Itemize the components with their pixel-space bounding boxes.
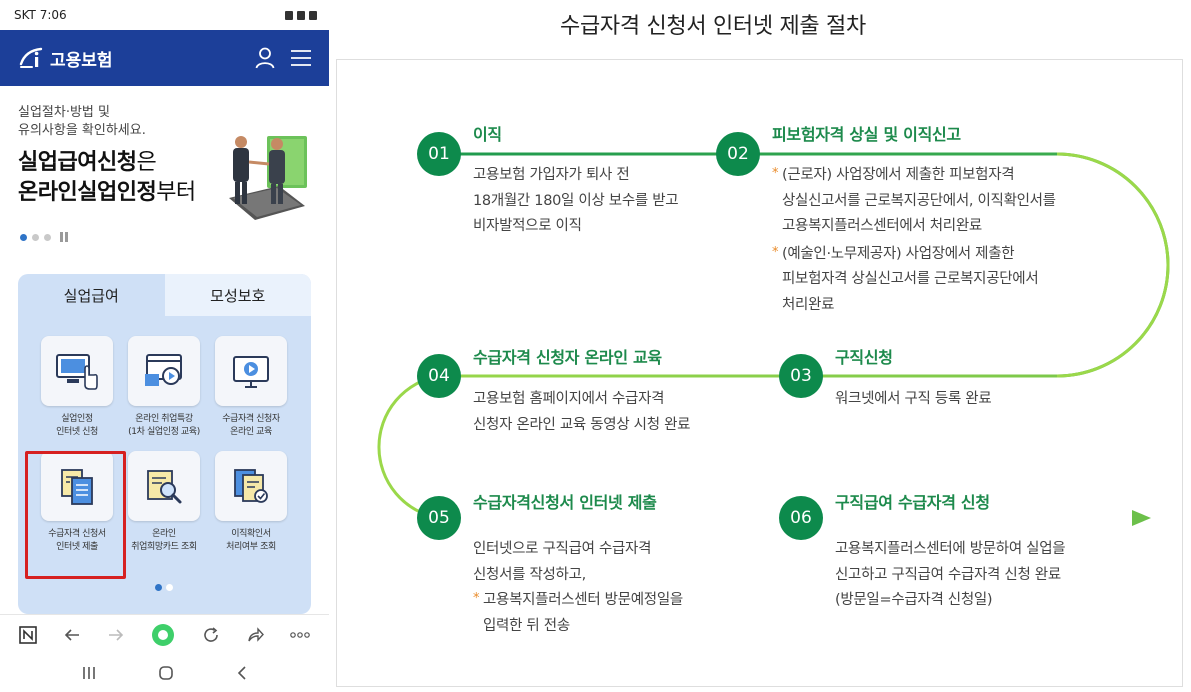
procedure-panel: 01 이직 고용보험 가입자가 퇴사 전 18개월간 180일 이상 보수를 받… (336, 59, 1183, 687)
document-check-icon (231, 466, 271, 506)
step-number-03: 03 (779, 354, 823, 398)
step-number-02: 02 (716, 132, 760, 176)
service-item-online-certification[interactable]: 실업인정 인터넷 신청 (41, 336, 113, 439)
step-title-02: 피보험자격 상실 및 이직신고 (772, 121, 961, 145)
step-body-03: 워크넷에서 구직 등록 완료 (835, 387, 991, 413)
banner-title-bold-2: 온라인실업인정 (18, 180, 156, 205)
service-label: 이직확인서 처리여부 조회 (203, 528, 299, 554)
service-item-separation-status[interactable]: 이직확인서 처리여부 조회 (215, 451, 287, 554)
forward-arrow-icon[interactable] (107, 626, 125, 644)
note-marker: * (772, 240, 778, 266)
alarm-icon (285, 11, 293, 20)
step-body-04: 고용보험 홈페이지에서 수급자격 신청자 온라인 교육 동영상 시청 완료 (473, 387, 690, 438)
reload-icon[interactable] (202, 626, 220, 644)
step-title-04: 수급자격 신청자 온라인 교육 (473, 344, 662, 368)
banner-dot-2[interactable] (32, 234, 39, 241)
user-icon[interactable] (253, 46, 277, 70)
home-icon[interactable] (158, 665, 174, 681)
back-arrow-icon[interactable] (63, 626, 81, 644)
service-item-job-card-lookup[interactable]: 온라인 취업희망카드 조회 (128, 451, 200, 554)
brand-logo-link[interactable]: 고용보험 (18, 45, 113, 71)
step-number-04: 04 (417, 354, 461, 398)
banner-title-rest-2: 부터 (156, 180, 195, 205)
step-note: *(근로자) 사업장에서 제출한 피보험자격 상실신고서를 근로복지공단에서, … (772, 163, 1056, 240)
step-title-03: 구직신청 (835, 344, 893, 368)
note-marker: * (473, 586, 479, 612)
step-body-05-text: 인터넷으로 구직급여 수급자격 신청서를 작성하고, (473, 537, 683, 588)
documents-icon (58, 466, 96, 506)
computer-touch-icon (55, 351, 99, 391)
monitor-play-icon (231, 351, 271, 391)
status-time: SKT 7:06 (14, 8, 67, 22)
service-item-online-lecture[interactable]: 온라인 취업특강 (1차 실업인정 교육) (128, 336, 200, 439)
promo-banner[interactable]: 실업절차·방법 및 유의사항을 확인하세요. 실업급여신청은 온라인실업인정부터 (0, 86, 329, 272)
step-body-01: 고용보험 가입자가 퇴사 전 18개월간 180일 이상 보수를 받고 비자발적… (473, 163, 678, 240)
pause-icon[interactable] (60, 232, 68, 242)
step-number-01: 01 (417, 132, 461, 176)
tab-unemployment-benefit[interactable]: 실업급여 (18, 274, 165, 316)
service-label: 온라인 취업희망카드 조회 (116, 528, 212, 554)
back-icon[interactable] (236, 665, 248, 681)
service-label: 실업인정 인터넷 신청 (29, 413, 125, 439)
brand-name: 고용보험 (50, 46, 113, 71)
status-bar: SKT 7:06 (0, 0, 329, 30)
note-marker: * (772, 161, 778, 187)
service-label: 온라인 취업특강 (1차 실업인정 교육) (116, 413, 212, 439)
menu-icon[interactable] (289, 46, 313, 70)
service-tabs-panel: 실업급여 모성보호 실업인정 인터넷 신청 (18, 274, 311, 614)
banner-pagination (20, 232, 68, 242)
status-icons (285, 11, 317, 20)
step-body-05: 인터넷으로 구직급여 수급자격 신청서를 작성하고, *고용복지플러스센터 방문… (473, 537, 683, 639)
service-label: 수급자격 신청자 온라인 교육 (203, 413, 299, 439)
grid-dot-1[interactable] (155, 584, 162, 591)
banner-dot-1[interactable] (20, 234, 27, 241)
service-item-online-education[interactable]: 수급자격 신청자 온라인 교육 (215, 336, 287, 439)
more-icon[interactable] (290, 631, 310, 639)
step-title-01: 이직 (473, 121, 502, 145)
banner-title-bold-1: 실업급여신청 (18, 150, 136, 175)
tab-maternity-protection[interactable]: 모성보호 (165, 274, 312, 316)
note-text: (예술인·노무제공자) 사업장에서 제출한 피보험자격 상실신고서를 근로복지공… (782, 246, 1038, 313)
grid-pagination (155, 584, 173, 591)
signal-icon (297, 11, 305, 20)
document-search-icon (144, 466, 184, 506)
grid-dot-2[interactable] (166, 584, 173, 591)
handshake-illustration (219, 126, 311, 224)
step-body-06: 고용복지플러스센터에 방문하여 실업을 신고하고 구직급여 수급자격 신청 완료… (835, 537, 1065, 614)
browser-toolbar (0, 614, 329, 654)
step-body-02: *(근로자) 사업장에서 제출한 피보험자격 상실신고서를 근로복지공단에서, … (772, 163, 1056, 318)
banner-dot-3[interactable] (44, 234, 51, 241)
battery-icon (309, 11, 317, 20)
logo-icon (18, 45, 44, 71)
step-number-05: 05 (417, 496, 461, 540)
note-text: (근로자) 사업장에서 제출한 피보험자격 상실신고서를 근로복지공단에서, 이… (782, 167, 1056, 234)
app-header: 고용보험 (0, 30, 329, 86)
banner-title-rest-1: 은 (136, 150, 156, 175)
green-dot-icon[interactable] (151, 623, 175, 647)
note-text: 고용복지플러스센터 방문예정일을 입력한 뒤 전송 (483, 592, 683, 634)
recent-apps-icon[interactable] (81, 666, 97, 680)
step-number-06: 06 (779, 496, 823, 540)
phone-screen: SKT 7:06 고용보험 실업절차·방법 및 유의사항을 (0, 0, 329, 692)
service-label: 수급자격 신청서 인터넷 제출 (29, 528, 125, 554)
step-title-05: 수급자격신청서 인터넷 제출 (473, 489, 657, 513)
step-note: *고용복지플러스센터 방문예정일을 입력한 뒤 전송 (473, 588, 683, 639)
step-note: *(예술인·노무제공자) 사업장에서 제출한 피보험자격 상실신고서를 근로복지… (772, 242, 1056, 319)
service-item-application-submit[interactable]: 수급자격 신청서 인터넷 제출 (41, 451, 113, 554)
step-title-06: 구직급여 수급자격 신청 (835, 489, 990, 513)
naver-home-icon[interactable] (19, 626, 37, 644)
system-nav-bar (0, 654, 329, 692)
share-icon[interactable] (246, 626, 264, 644)
procedure-title: 수급자격 신청서 인터넷 제출 절차 (560, 8, 866, 40)
browser-video-icon (143, 352, 185, 390)
